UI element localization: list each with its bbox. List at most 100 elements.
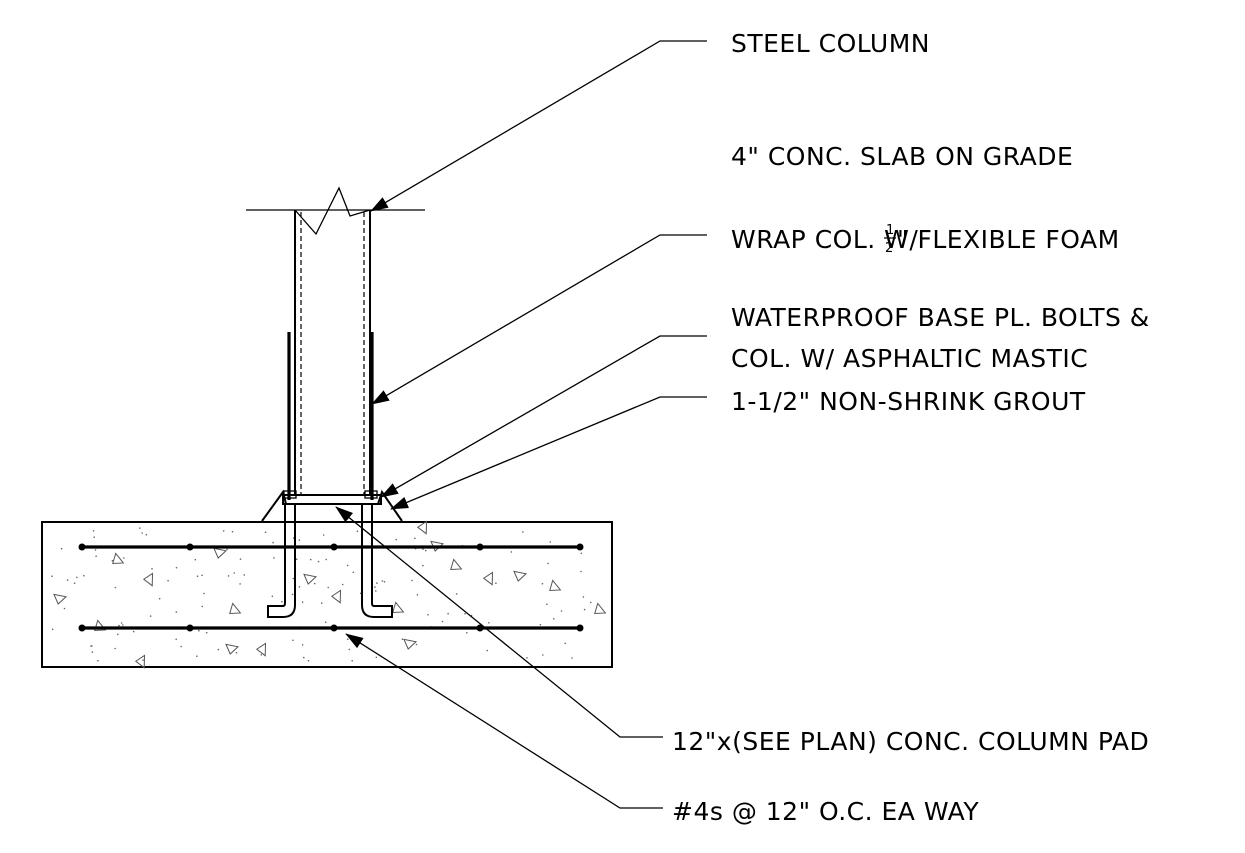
rebar-section-dot [330,543,338,551]
aggregate-stipple [239,558,242,560]
aggregate-stipple [281,600,283,603]
rebar-section-dot [186,624,194,632]
label-column-pad: 12"x(SEE PLAN) CONC. COLUMN PAD [672,727,1149,756]
concrete-column-pad [41,520,613,669]
aggregate-stipple [301,644,304,646]
aggregate-triangle [416,520,428,535]
aggregate-triangle [403,638,418,650]
aggregate-stipple [66,579,69,581]
aggregate-stipple [383,581,386,583]
aggregate-stipple [455,593,458,595]
aggregate-stipple [149,615,152,617]
aggregate-stipple [295,558,298,560]
aggregate-stipple [132,630,135,633]
aggregate-triangle [330,589,342,604]
aggregate-stipple [120,622,123,624]
aggregate-stipple [320,602,323,604]
aggregate-stipple [273,557,275,559]
aggregate-stipple [83,574,85,577]
aggregate-stipple [441,620,444,623]
aggregate-stipple [542,654,544,656]
rebar-section-dot [576,543,584,551]
aggregate-stipple [583,608,586,611]
aggregate-stipple [549,541,552,543]
rebar-section-dot [78,543,86,551]
aggregate-stipple [414,537,416,540]
aggregate-stipple [60,547,63,550]
aggregate-triangle [255,642,267,657]
aggregate-stipple [322,534,325,536]
aggregate-stipple [374,586,376,588]
aggregate-stipple [488,622,490,624]
aggregate-stipple [175,638,177,641]
aggregate-stipple [97,659,99,662]
aggregate-stipple [580,552,583,555]
aggregate-stipple [416,594,419,596]
aggregate-stipple [205,631,208,634]
aggregate-stipple [272,541,274,544]
aggregate-stipple [51,575,53,577]
aggregate-stipple [198,629,200,632]
aggregate-stipple [91,651,94,653]
aggregate-stipple [167,579,169,582]
aggregate-stipple [381,580,384,582]
aggregate-stipple [111,559,114,562]
aggregate-triangle [450,558,463,570]
aggregate-stipple [142,659,144,661]
aggregate-stipple [292,577,295,580]
label-wrap-col-prefix: WRAP COL. W/ [731,225,918,254]
aggregate-triangle [94,619,107,631]
aggregate-stipple [63,607,66,610]
aggregate-stipple [233,572,235,574]
aggregate-stipple [94,549,97,551]
aggregate-triangle [225,643,240,655]
aggregate-stipple [139,527,141,529]
aggregate-stipple [547,562,549,565]
aggregate-stipple [341,583,344,586]
aggregate-stipple [526,657,528,659]
aggregate-stipple [495,582,497,584]
aggregate-stipple [447,612,449,615]
aggregate-stipple [95,555,97,557]
aggregate-stipple [346,638,349,641]
aggregate-stipple [201,605,203,608]
aggregate-stipple [217,648,220,651]
aggregate-stipple [375,656,378,659]
aggregate-triangle [213,547,228,559]
aggregate-stipple [158,597,161,600]
aggregate-stipple [375,590,377,592]
aggregate-stipple [243,574,245,576]
aggregate-stipple [291,593,294,596]
aggregate-stipple [415,643,418,646]
aggregate-stipple [376,582,378,584]
aggregate-stipple [395,538,398,541]
aggregate-stipple [307,659,310,662]
aggregate-stipple [235,651,238,654]
aggregate-stipple [541,582,544,585]
aggregate-stipple [411,579,413,582]
aggregate-stipple [90,645,92,647]
aggregate-stipple [422,564,424,567]
aggregate-stipple [196,655,198,657]
label-rebar: #4s @ 12" O.C. EA WAY [672,797,979,826]
aggregate-stipple [356,530,359,532]
aggregate-stipple [427,613,429,616]
aggregate-stipple [564,642,566,645]
leader-lines [335,40,707,809]
aggregate-stipple [201,574,203,577]
aggregate-triangle [549,579,562,591]
aggregate-stipple [580,570,582,573]
callout-labels: STEEL COLUMN 4" CONC. SLAB ON GRADE WRAP… [672,29,1149,826]
aggregate-stipple [546,603,548,605]
aggregate-triangle [53,593,68,605]
aggregate-stipple [76,576,78,579]
aggregate-stipple [151,567,153,570]
aggregate-stipple [175,566,178,569]
aggregate-stipple [324,621,327,623]
aggregate-stipple [539,623,542,626]
aggregate-stipple [582,596,585,598]
aggregate-stipple [303,656,305,659]
aggregate-stipple [203,592,205,595]
aggregate-triangle [392,601,405,613]
label-slab-on-grade: 4" CONC. SLAB ON GRADE [731,142,1073,171]
